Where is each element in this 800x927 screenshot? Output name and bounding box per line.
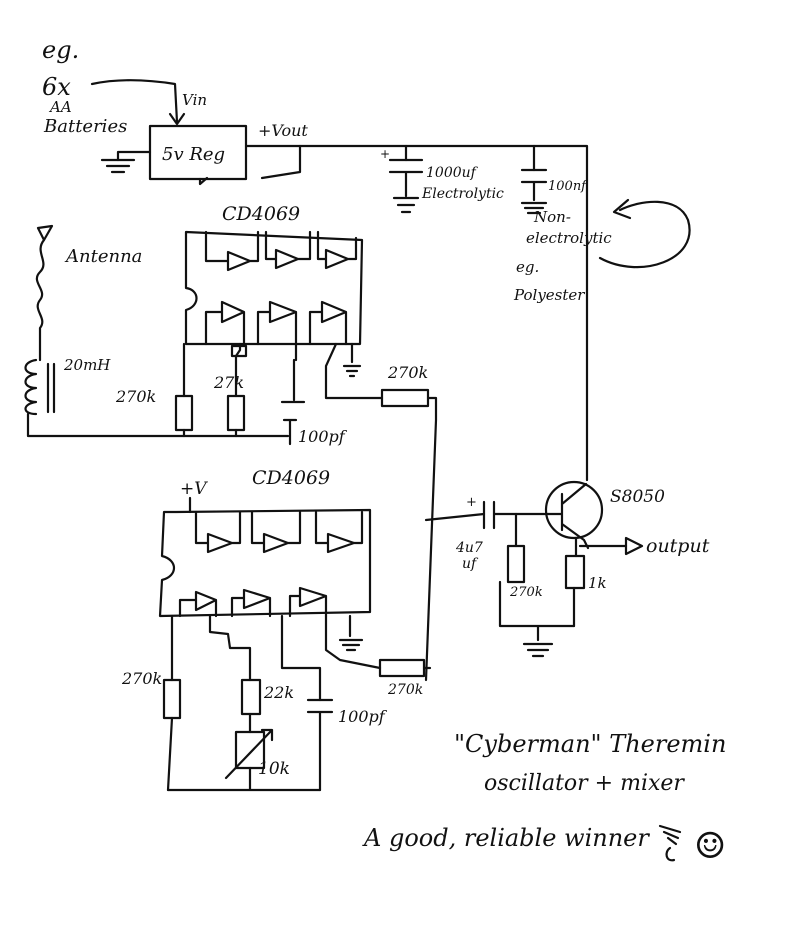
c1000-plus: + bbox=[380, 147, 390, 161]
c100n-example: Polyester bbox=[513, 286, 585, 304]
battery-type-label: AA bbox=[48, 98, 72, 116]
loop-arrow-icon bbox=[598, 200, 691, 269]
caption-subtitle: oscillator + mixer bbox=[484, 771, 685, 796]
loop-arrowhead-icon bbox=[612, 198, 632, 220]
regulator-label: 5v Reg bbox=[162, 144, 225, 165]
top-ic-body bbox=[184, 230, 364, 346]
bottom-osc-r1-resistor bbox=[162, 678, 182, 720]
vin-arrow bbox=[168, 112, 186, 126]
bottom-osc-pin-wires bbox=[170, 614, 382, 702]
c100n-capacitor-icon bbox=[520, 168, 548, 202]
top-ic-upper-inverters bbox=[204, 230, 358, 272]
top-osc-r2-resistor bbox=[226, 394, 246, 432]
regulator-ground-icon bbox=[100, 158, 136, 174]
c100n-type-1: Non- bbox=[533, 208, 571, 226]
c1000-type: Electrolytic bbox=[421, 186, 504, 202]
top-osc-r2-label: 27k bbox=[213, 373, 244, 392]
mixer-capacitor-icon bbox=[482, 500, 550, 530]
transistor-s8050-icon bbox=[544, 480, 604, 540]
emitter-resistor bbox=[564, 554, 586, 590]
c100n-ground-icon bbox=[520, 201, 548, 215]
c1000-value: 1000uf bbox=[426, 165, 479, 181]
top-osc-r1-resistor bbox=[174, 394, 194, 432]
top-osc-capacitor-icon bbox=[280, 400, 306, 446]
mixer-cap-label-1: 4u7 bbox=[455, 540, 483, 556]
batteries-label: Batteries bbox=[43, 116, 127, 137]
bottom-supply-label: +V bbox=[180, 479, 208, 499]
bottom-osc-r2-resistor bbox=[240, 678, 262, 716]
transistor-leads bbox=[546, 482, 590, 550]
top-osc-output-resistor bbox=[380, 388, 430, 408]
mixer-cap-plus: + bbox=[466, 495, 477, 510]
top-osc-ground-icon bbox=[342, 364, 362, 378]
top-ic-supply-wire bbox=[260, 144, 302, 180]
inductor-label: 20mH bbox=[63, 356, 111, 374]
mixer-input-wire bbox=[424, 512, 486, 522]
bottom-osc-cap-label: 100pf bbox=[338, 707, 388, 726]
vout-label: +Vout bbox=[258, 121, 308, 140]
top-to-mixer-wire bbox=[424, 396, 438, 682]
top-osc-r1-label: 270k bbox=[115, 387, 156, 406]
regulator-bottom-ground-wire bbox=[198, 176, 209, 186]
mixer-ground-icon bbox=[522, 642, 554, 658]
bottom-osc-r1-label: 270k bbox=[121, 669, 162, 688]
smiley-icon: ☺ bbox=[694, 826, 726, 867]
eg-label: eg. bbox=[42, 36, 79, 64]
c100n-eg: eg. bbox=[516, 258, 539, 276]
caption-title: "Cyberman" Theremin bbox=[454, 730, 726, 758]
output-arrow-icon bbox=[624, 536, 644, 556]
top-osc-pin-wires bbox=[182, 342, 384, 402]
mixer-base-res-ground bbox=[498, 580, 576, 642]
output-label: output bbox=[646, 535, 710, 557]
bottom-osc-r1-lead bbox=[166, 716, 174, 792]
vout-rail bbox=[244, 144, 589, 482]
antenna-label: Antenna bbox=[64, 246, 142, 267]
bottom-osc-r2-label: 22k bbox=[263, 683, 294, 702]
doodle-icon bbox=[658, 824, 682, 862]
regulator-ground-wire bbox=[116, 150, 152, 162]
mixer-base-resistor-label: 270k bbox=[509, 585, 543, 600]
mixer-base-resistor bbox=[506, 544, 526, 584]
bottom-osc-rail bbox=[166, 766, 322, 792]
bottom-osc-pot-arrow bbox=[224, 728, 274, 780]
c100n-value: 100nf bbox=[548, 179, 588, 194]
caption-tagline: A good, reliable winner bbox=[362, 824, 650, 852]
top-osc-cap-label: 100pf bbox=[298, 427, 348, 446]
bottom-ic-upper-inverters bbox=[194, 510, 364, 554]
inductor-core-icon bbox=[46, 362, 56, 414]
mixer-cap-label-2: uf bbox=[462, 556, 479, 572]
top-osc-pin-block bbox=[230, 344, 248, 358]
inductor-icon bbox=[24, 358, 38, 416]
antenna-icon bbox=[35, 224, 54, 362]
top-osc-output-label: 270k bbox=[387, 363, 428, 382]
bottom-ic-lower-inverters bbox=[178, 586, 328, 618]
bottom-ic-label: CD4069 bbox=[252, 467, 330, 489]
top-ic-label: CD4069 bbox=[222, 203, 300, 225]
top-osc-bottom-rail bbox=[26, 412, 290, 438]
c1000-ground-icon bbox=[392, 196, 420, 214]
transistor-label: S8050 bbox=[610, 487, 665, 507]
bottom-osc-ground-icon bbox=[338, 638, 364, 652]
top-ic-lower-inverters bbox=[204, 300, 348, 346]
bottom-osc-pot-label: 10k bbox=[258, 759, 290, 779]
bottom-osc-output-resistor bbox=[378, 658, 426, 678]
battery-wire bbox=[90, 79, 179, 124]
emitter-resistor-label: 1k bbox=[588, 574, 607, 592]
bottom-ic-body bbox=[158, 508, 372, 618]
bottom-osc-capacitor-icon bbox=[306, 698, 334, 792]
c100n-type-2: electrolytic bbox=[526, 229, 612, 247]
bottom-osc-output-label: 270k bbox=[387, 682, 423, 698]
c1000-capacitor-icon bbox=[388, 158, 424, 198]
vin-label: Vin bbox=[182, 91, 207, 109]
battery-count-label: 6x bbox=[42, 73, 71, 101]
